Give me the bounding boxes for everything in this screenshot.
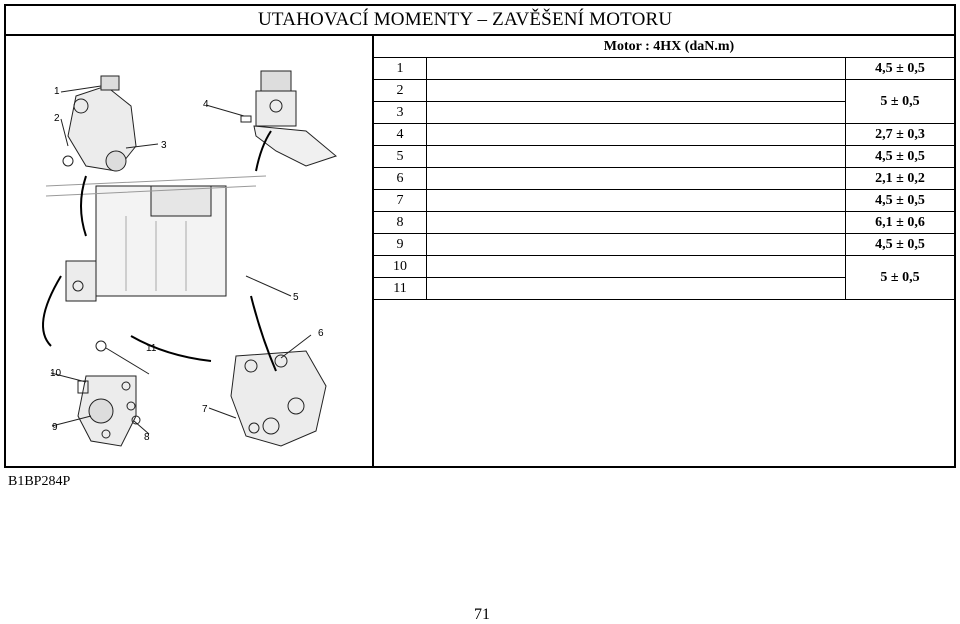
table-row: 2 5 ± 0,5 bbox=[374, 79, 954, 124]
callout-8: 8 bbox=[144, 432, 150, 443]
table-row: 7 4,5 ± 0,5 bbox=[374, 189, 954, 212]
mount-upper-right bbox=[240, 70, 338, 167]
row-number: 8 bbox=[374, 211, 427, 234]
page-number: 71 bbox=[474, 606, 490, 623]
row-number: 11 bbox=[374, 277, 427, 300]
table-row: 11 bbox=[374, 277, 954, 300]
torque-value: 4,5 ± 0,5 bbox=[845, 58, 954, 80]
row-number: 5 bbox=[374, 145, 427, 168]
callout-4: 4 bbox=[203, 99, 209, 110]
callout-9: 9 bbox=[52, 422, 58, 433]
torque-value: 4,5 ± 0,5 bbox=[845, 233, 954, 256]
torque-value: 5 ± 0,5 bbox=[845, 255, 954, 300]
table-row: 5 4,5 ± 0,5 bbox=[374, 145, 954, 168]
torque-value: 4,5 ± 0,5 bbox=[845, 189, 954, 212]
torque-value: 5 ± 0,5 bbox=[845, 79, 954, 124]
row-number: 9 bbox=[374, 233, 427, 256]
table-row: 6 2,1 ± 0,2 bbox=[374, 167, 954, 190]
row-number: 10 bbox=[374, 255, 427, 278]
table-row: 9 4,5 ± 0,5 bbox=[374, 233, 954, 256]
torque-panel: Motor : 4HX (daN.m) 1 4,5 ± 0,5 2 5 ± 0,… bbox=[374, 36, 954, 300]
engine-header: Motor : 4HX (daN.m) bbox=[374, 36, 954, 58]
callout-10: 10 bbox=[50, 368, 62, 379]
row-number: 3 bbox=[374, 101, 427, 124]
table-row: 10 5 ± 0,5 bbox=[374, 255, 954, 300]
torque-value: 4,5 ± 0,5 bbox=[845, 145, 954, 168]
callout-1: 1 bbox=[54, 86, 60, 97]
mount-lower-left-detail bbox=[77, 340, 141, 447]
callout-6: 6 bbox=[318, 328, 324, 339]
document-code: B1BP284P bbox=[8, 474, 71, 489]
title-row: UTAHOVACÍ MOMENTY – ZAVĚŠENÍ MOTORU bbox=[6, 6, 954, 36]
engine-mount-illustration: 1 2 3 4 5 6 7 8 9 10 11 bbox=[42, 70, 338, 447]
column-divider bbox=[372, 36, 374, 468]
callout-3: 3 bbox=[161, 140, 167, 151]
document-frame: UTAHOVACÍ MOMENTY – ZAVĚŠENÍ MOTORU bbox=[4, 4, 956, 468]
mount-left-rear bbox=[65, 260, 97, 302]
row-number: 2 bbox=[374, 79, 427, 102]
row-number: 6 bbox=[374, 167, 427, 190]
page-title: UTAHOVACÍ MOMENTY – ZAVĚŠENÍ MOTORU bbox=[258, 9, 673, 30]
torque-value: 6,1 ± 0,6 bbox=[845, 211, 954, 234]
row-number: 4 bbox=[374, 123, 427, 146]
callout-11: 11 bbox=[146, 343, 157, 354]
engine-mount-drawing: 1 2 3 4 5 6 7 8 9 10 11 bbox=[6, 36, 372, 468]
mount-lower-right-detail bbox=[230, 350, 327, 447]
row-number: 7 bbox=[374, 189, 427, 212]
torque-value: 2,1 ± 0,2 bbox=[845, 167, 954, 190]
table-row: 8 6,1 ± 0,6 bbox=[374, 211, 954, 234]
row-number: 1 bbox=[374, 58, 427, 80]
callout-5: 5 bbox=[293, 292, 299, 303]
torque-table: 1 4,5 ± 0,5 2 5 ± 0,5 3 4 2,7 ± 0,3 5 bbox=[374, 58, 954, 300]
mount-upper-left bbox=[62, 75, 137, 172]
table-row: 1 4,5 ± 0,5 bbox=[374, 58, 954, 80]
torque-value: 2,7 ± 0,3 bbox=[845, 123, 954, 146]
callout-7: 7 bbox=[202, 404, 208, 415]
table-row: 4 2,7 ± 0,3 bbox=[374, 123, 954, 146]
callout-2: 2 bbox=[54, 113, 60, 124]
